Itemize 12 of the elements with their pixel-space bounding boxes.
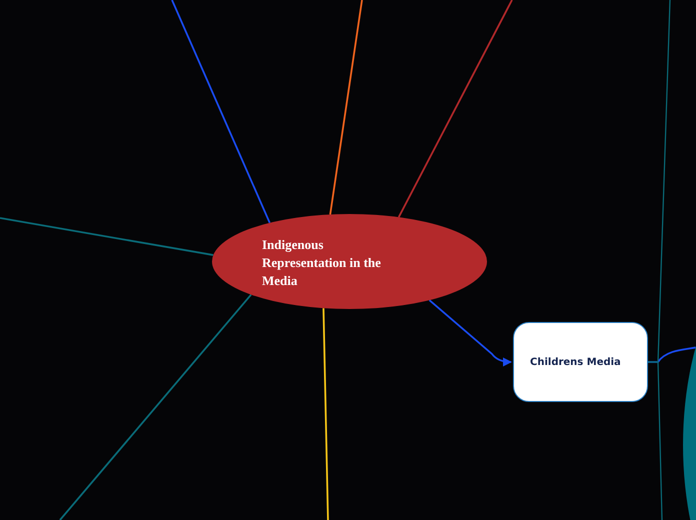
node-title: Childrens Media [530,356,622,370]
arrow [428,299,512,366]
connector-line [322,308,329,520]
node-title: Indigenous Representation in the Media [262,236,382,290]
connector-line [171,0,271,224]
topic-box [513,322,648,402]
connector-line [648,346,696,363]
connector-line [398,0,513,218]
connector-line [648,361,663,520]
connector-line [329,0,363,215]
connector-line [59,294,252,520]
connector-line [0,217,214,256]
